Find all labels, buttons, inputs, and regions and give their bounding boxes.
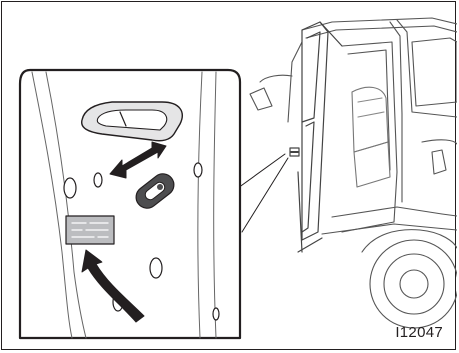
label-plate-icon bbox=[66, 216, 114, 244]
door-jamb-detail-inset bbox=[20, 70, 240, 338]
open-door bbox=[290, 22, 342, 252]
figure-code: I12047 bbox=[395, 324, 443, 341]
vehicle-open-rear-door-icon bbox=[250, 18, 457, 328]
